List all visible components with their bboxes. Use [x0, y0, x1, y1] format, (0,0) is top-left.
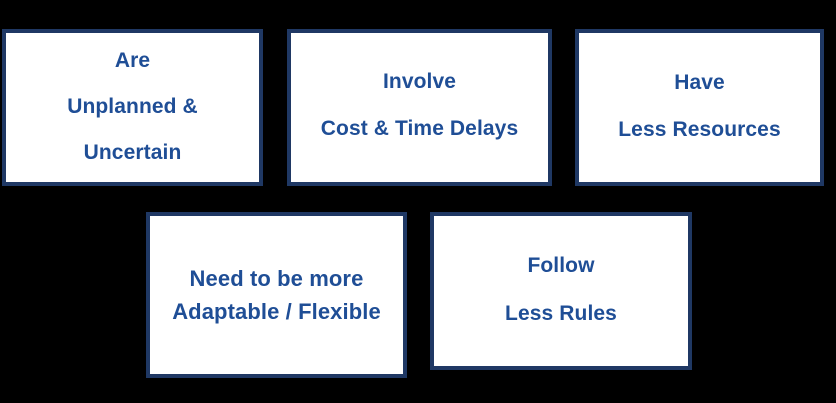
box-line: Less Resources [618, 117, 781, 141]
box-line: Have [674, 70, 725, 94]
box-line: Need to be more [189, 266, 364, 291]
box-line: Unplanned & [67, 94, 198, 118]
box-need-to-be-more-adaptable-flexible[interactable]: Need to be more Adaptable / Flexible [146, 212, 407, 378]
box-involve-cost-time-delays[interactable]: Involve Cost & Time Delays [287, 29, 552, 186]
box-text-block: Are Unplanned & Uncertain [67, 38, 198, 176]
box-line: Less Rules [505, 302, 617, 325]
box-line: Uncertain [83, 140, 182, 164]
box-line: Follow [527, 254, 595, 277]
box-are-unplanned-uncertain[interactable]: Are Unplanned & Uncertain [2, 29, 263, 186]
box-line: Cost & Time Delays [320, 116, 519, 140]
box-have-less-resources[interactable]: Have Less Resources [575, 29, 824, 186]
box-text-block: Need to be more Adaptable / Flexible [172, 262, 381, 328]
box-follow-less-rules[interactable]: Follow Less Rules [430, 212, 692, 370]
box-line: Are [114, 48, 151, 72]
box-line: Adaptable / Flexible [172, 299, 381, 324]
box-line: Involve [382, 69, 457, 93]
box-text-block: Follow Less Rules [505, 242, 617, 338]
box-text-block: Involve Cost & Time Delays [321, 58, 519, 152]
box-text-block: Have Less Resources [618, 59, 781, 153]
